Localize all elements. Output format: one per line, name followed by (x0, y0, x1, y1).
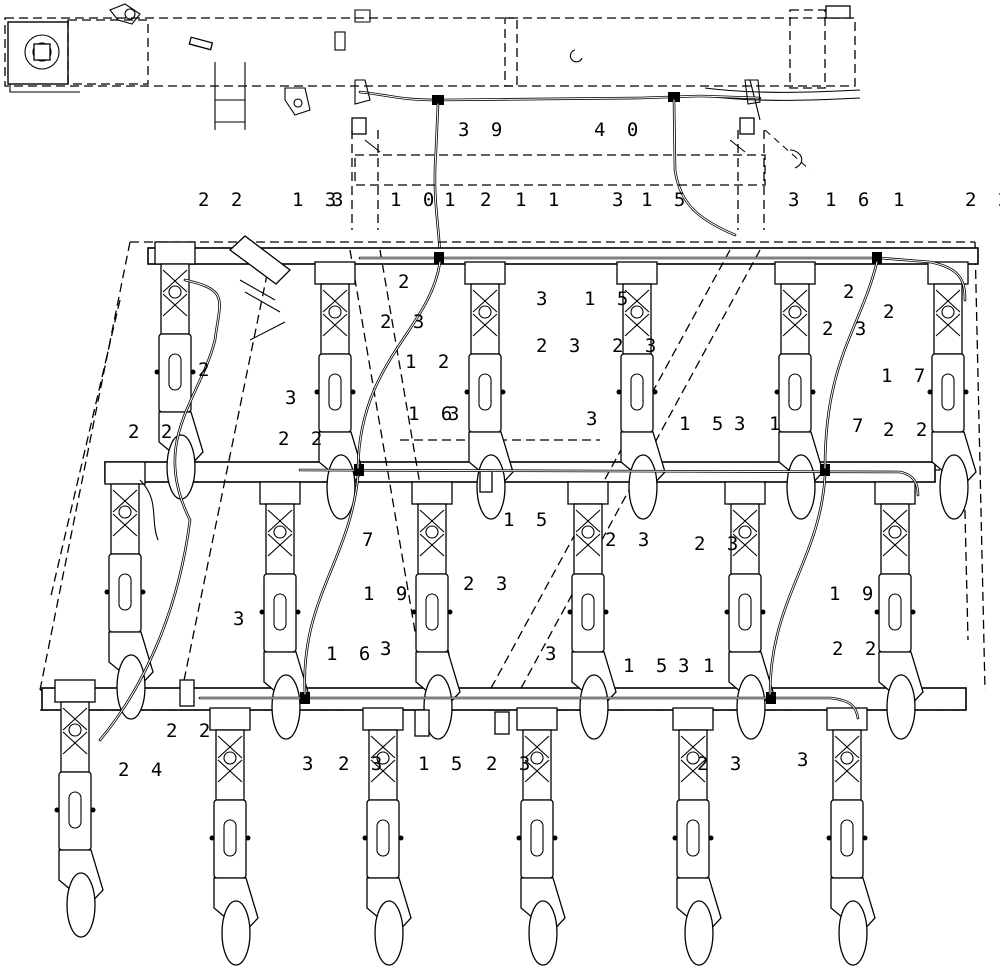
callout-label-o: 2 2 (965, 189, 1000, 211)
callout-label-t: 2 3 (536, 335, 585, 357)
callout-label-ar: 1 9 (363, 583, 412, 605)
callout-label-g: 1 (444, 189, 460, 211)
callout-label-aj: 1 (769, 413, 785, 435)
callout-label-az: 1 (703, 655, 719, 677)
callout-label-af: 3 (448, 403, 464, 425)
callout-label-ay: 3 (678, 655, 694, 677)
callout-label-b: 4 0 (594, 119, 643, 141)
callout-label-ax: 1 5 (623, 655, 672, 677)
center-tower (351, 129, 811, 230)
callout-label-a: 3 9 (458, 119, 507, 141)
callout-label-bg: 2 3 (486, 753, 535, 775)
callout-label-u: 2 3 (612, 335, 661, 357)
callout-label-bc: 2 4 (118, 759, 167, 781)
callout-label-an: 1 5 (503, 509, 552, 531)
callout-label-aq: 2 3 (694, 533, 743, 555)
callout-label-m: 1 6 (825, 189, 874, 211)
callout-label-f: 1 0 (390, 189, 439, 211)
callout-label-ac: 2 2 (128, 421, 177, 443)
toolbar-hoses (198, 252, 967, 720)
callout-label-i: 1 1 (515, 189, 564, 211)
callout-label-n: 1 (893, 189, 909, 211)
callout-label-ad: 2 2 (278, 428, 327, 450)
callout-label-ab: 2 (198, 359, 214, 381)
callout-label-ai: 3 (734, 413, 750, 435)
callout-label-aw: 3 (545, 643, 561, 665)
callout-label-l: 3 (788, 189, 804, 211)
callout-label-ak: 7 (852, 415, 868, 437)
callout-label-x: 2 3 (822, 318, 871, 340)
callout-label-w: 2 (883, 301, 899, 323)
callout-label-h: 2 (480, 189, 496, 211)
drop-hoses (98, 260, 879, 742)
callout-label-j: 3 (612, 189, 628, 211)
callout-label-v: 2 (843, 281, 859, 303)
callout-label-y: 3 (285, 387, 301, 409)
callout-label-r: 2 3 (380, 311, 429, 333)
marker-brackets (179, 235, 510, 737)
callout-label-aa: 1 7 (881, 365, 930, 387)
callout-label-al: 2 2 (883, 419, 932, 441)
callout-label-as: 1 9 (829, 583, 878, 605)
callout-label-am: 7 (362, 529, 378, 551)
callout-label-ba: 2 2 (832, 638, 881, 660)
callout-label-ap: 2 3 (463, 573, 512, 595)
callout-label-bd: 3 (302, 753, 318, 775)
header-hose (351, 79, 762, 135)
callout-label-av: 3 (380, 638, 396, 660)
callout-label-z: 1 2 (405, 351, 454, 373)
callout-label-bh: 2 3 (697, 753, 746, 775)
callout-label-k: 1 5 (641, 189, 690, 211)
callout-label-c: 2 2 (198, 189, 247, 211)
callout-label-ao: 2 3 (605, 529, 654, 551)
main-frame (4, 3, 861, 130)
callout-label-ah: 1 5 (679, 413, 728, 435)
callout-label-ae: 1 6 (408, 403, 457, 425)
callout-label-at: 3 (233, 608, 249, 630)
callout-label-bi: 3 (797, 749, 813, 771)
callout-label-bb: 2 2 (166, 720, 215, 742)
callout-label-q: 1 5 (584, 288, 633, 310)
callout-label-au: 1 6 (326, 643, 375, 665)
callout-label-be: 2 3 (338, 753, 387, 775)
callout-label-s: 3 (536, 288, 552, 310)
callout-label-p: 2 (398, 271, 414, 293)
callout-label-e: 3 (332, 189, 348, 211)
callout-label-ag: 3 (586, 408, 602, 430)
callout-label-d: 1 3 (292, 189, 341, 211)
callout-label-bf: 1 5 (418, 753, 467, 775)
